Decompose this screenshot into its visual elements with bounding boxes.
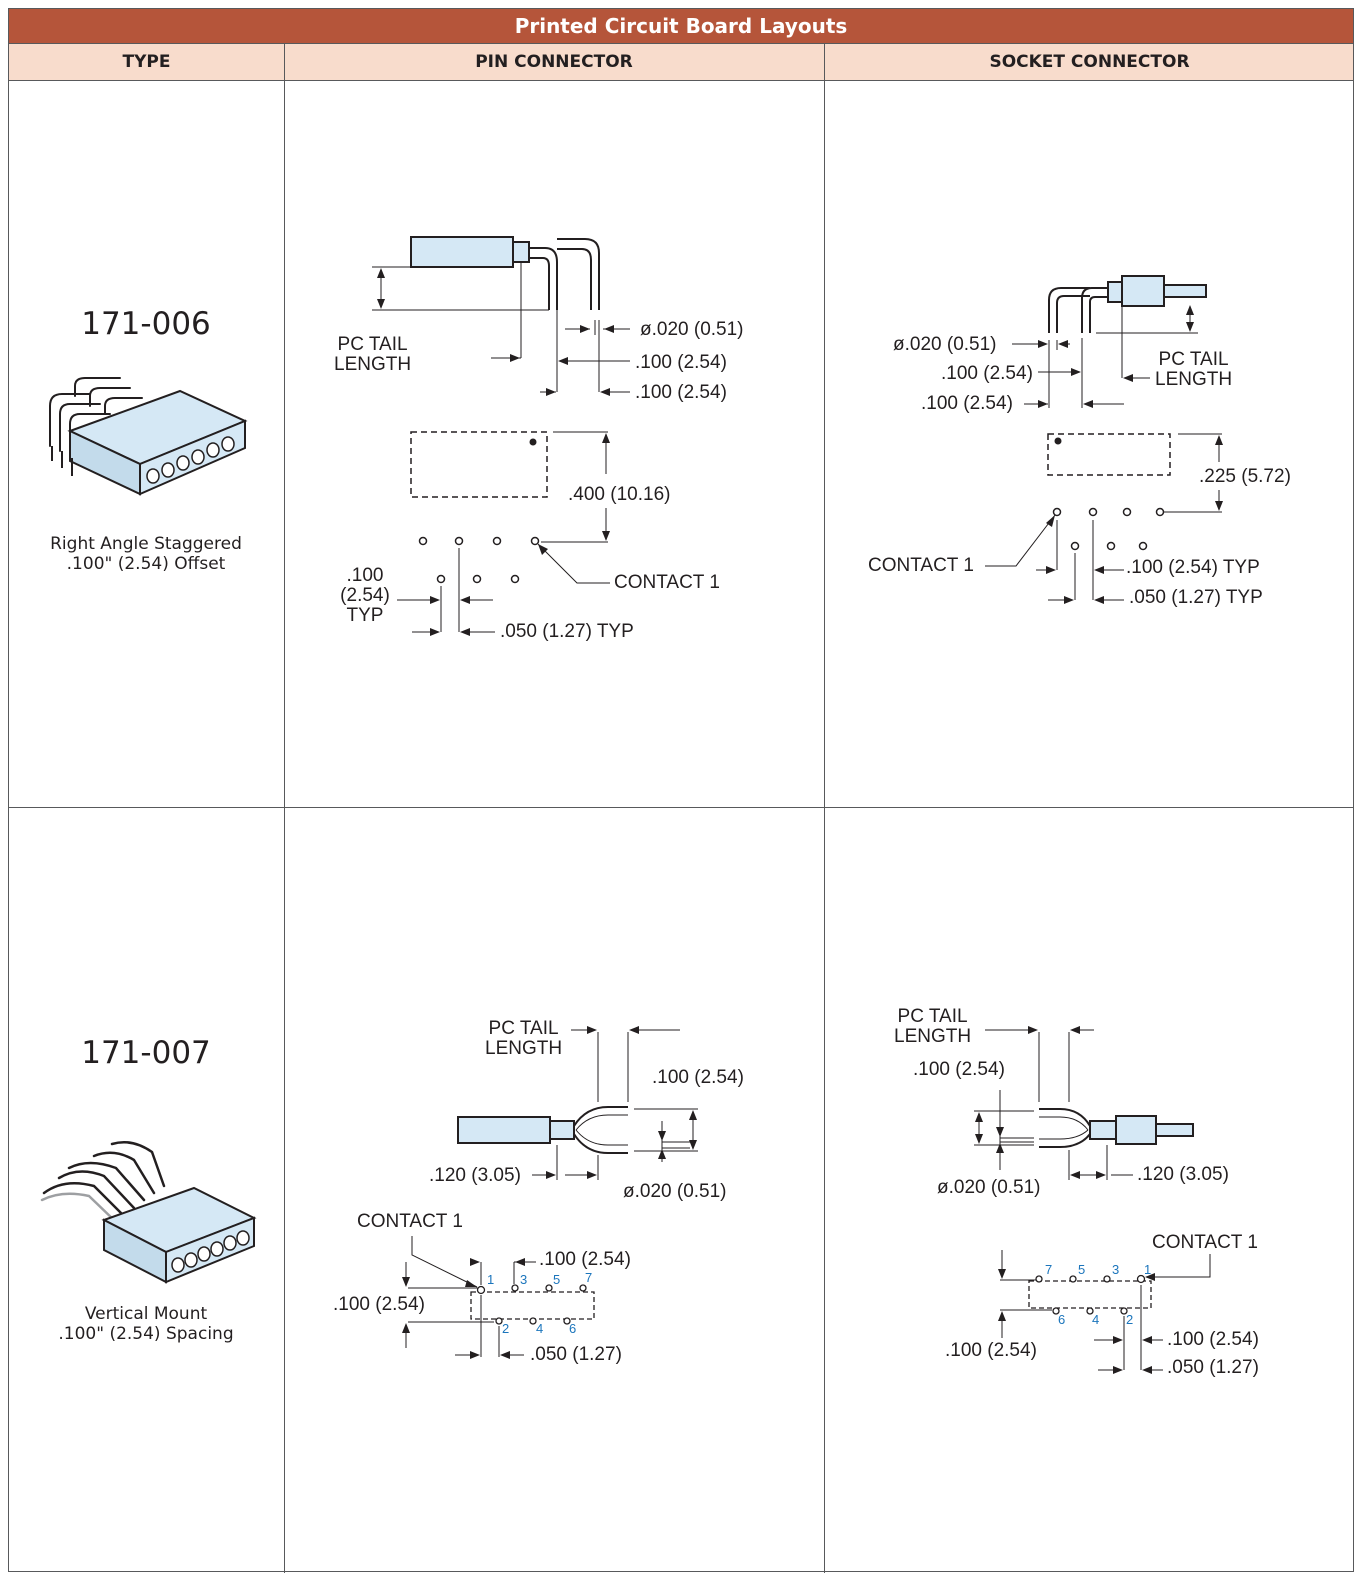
dim-text: LENGTH [894,1026,972,1047]
pin-number: 3 [520,1272,528,1287]
part-description: Right Angle Staggered .100" (2.54) Offse… [9,534,283,574]
dim-text: PC TAIL [337,334,408,355]
column-divider [284,44,285,1573]
dim-text: LENGTH [334,354,412,375]
dim-label: .050 (1.27) [530,1344,622,1365]
pin-number: 5 [553,1272,561,1287]
vertical-mount-connector-illustration [40,1141,257,1284]
pcb-layouts-table: Printed Circuit Board Layouts TYPE PIN C… [8,8,1354,1573]
pin-number: 1 [1144,1262,1152,1277]
header-type: TYPE [122,52,171,72]
dim-text: TYP [346,605,384,626]
dim-text: PC TAIL [488,1018,559,1039]
dim-label: ø.020 (0.51) [937,1177,1041,1198]
dim-label: .100(2.54)TYP [329,566,401,626]
description-line: .100" (2.54) Offset [66,554,226,574]
dim-label: .050 (1.27) TYP [500,621,634,642]
pin-number: 3 [1112,1262,1120,1277]
dim-label: .100 (2.54) [539,1249,631,1270]
pin-number: 5 [1078,1262,1086,1277]
dim-label: .100 (2.54) [921,393,1013,414]
dim-text: LENGTH [485,1038,563,1059]
pin-number: 7 [1045,1262,1053,1277]
dim-label: .100 (2.54) [945,1340,1037,1361]
pin-number: 4 [536,1321,544,1336]
pin-number: 7 [585,1270,593,1285]
row-divider [9,807,1353,808]
dim-label: .050 (1.27) [1167,1357,1259,1378]
pin-number: 1 [487,1272,495,1287]
header-pin-connector: PIN CONNECTOR [475,52,633,72]
dim-label: ø.020 (0.51) [623,1181,727,1202]
dim-label: .100 (2.54) [333,1294,425,1315]
dim-label: .120 (3.05) [429,1165,521,1186]
part-number: 171-006 [81,306,211,342]
table-title: Printed Circuit Board Layouts [9,9,1353,44]
dim-label: .050 (1.27) TYP [1129,587,1263,608]
dim-label: .100 (2.54) [635,382,727,403]
pin-number: 2 [502,1321,510,1336]
right-angle-connector-illustration [49,377,248,496]
dim-text: (2.54) [340,585,390,606]
dim-label: .100 (2.54) [1167,1329,1259,1350]
dim-label: CONTACT 1 [614,572,720,593]
pin-number: 4 [1092,1312,1100,1327]
dim-label: .100 (2.54) TYP [1126,557,1260,578]
description-line: Vertical Mount [84,1304,208,1324]
dim-label: .400 (10.16) [568,484,671,505]
dim-label: CONTACT 1 [357,1211,463,1232]
dim-label: CONTACT 1 [1152,1232,1258,1253]
dim-label: .120 (3.05) [1137,1164,1229,1185]
dim-text: PC TAIL [1158,349,1229,370]
description-line: .100" (2.54) Spacing [58,1324,234,1344]
part-number: 171-007 [81,1035,211,1071]
column-divider [824,44,825,1573]
dim-text: PC TAIL [897,1006,968,1027]
description-line: Right Angle Staggered [50,534,242,554]
dim-label: .100 (2.54) [913,1059,1005,1080]
dim-label: .100 (2.54) [941,363,1033,384]
part-description: Vertical Mount .100" (2.54) Spacing [9,1304,283,1344]
dim-label: ø.020 (0.51) [893,334,997,355]
dim-text: .100 [346,565,384,586]
dim-text: LENGTH [1155,369,1233,390]
dim-label: CONTACT 1 [868,555,974,576]
pin-number: 6 [1058,1312,1066,1327]
pin-number: 2 [1126,1312,1134,1327]
header-socket-connector: SOCKET CONNECTOR [989,52,1190,72]
dim-label: .100 (2.54) [635,352,727,373]
dim-label: .225 (5.72) [1199,466,1291,487]
dim-label: .100 (2.54) [652,1067,744,1088]
dim-label: ø.020 (0.51) [640,319,744,340]
table-header-row: TYPE PIN CONNECTOR SOCKET CONNECTOR [9,44,1353,81]
pin-number: 6 [569,1321,577,1336]
